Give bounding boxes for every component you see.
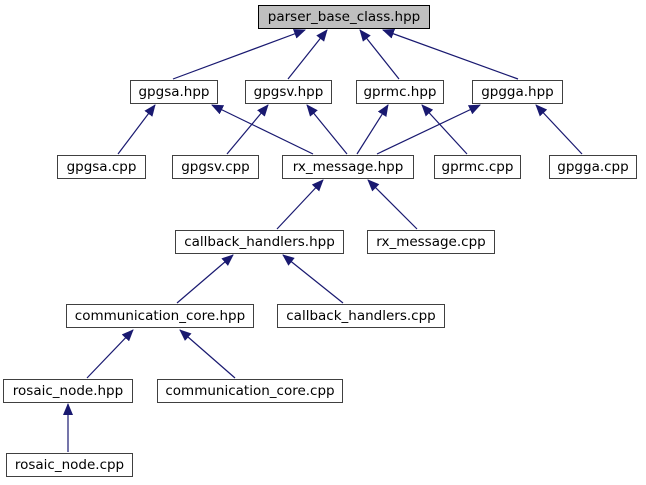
include-edge-callback_handlers_cpp-to-callback_handlers_hpp — [282, 254, 344, 304]
include-edge-gpgga_cpp-to-gpgga_hpp — [535, 104, 583, 155]
include-edge-gprmc_cpp-to-gprmc_hpp — [421, 104, 468, 155]
include-edge-communication_core_hpp-to-callback_handlers_hpp — [176, 254, 234, 304]
graph-node-gpgsa_cpp[interactable]: gpgsa.cpp — [57, 155, 146, 179]
graph-node-gpgsv_hpp[interactable]: gpgsv.hpp — [245, 80, 332, 104]
graph-node-gpgga_cpp[interactable]: gpgga.cpp — [549, 155, 637, 179]
graph-node-gprmc_cpp[interactable]: gprmc.cpp — [434, 155, 521, 179]
include-edge-gprmc_hpp-to-parser_base_class_hpp — [359, 29, 400, 80]
include-edge-gpgsv_hpp-to-parser_base_class_hpp — [287, 29, 328, 80]
include-edge-rx_message_hpp-to-gpgsa_hpp — [211, 104, 314, 155]
graph-node-rosaic_node_hpp[interactable]: rosaic_node.hpp — [3, 379, 133, 403]
include-edge-gpgsv_cpp-to-gpgsv_hpp — [226, 104, 269, 155]
include-edge-gpgsa_cpp-to-gpgsa_hpp — [117, 104, 156, 155]
include-edge-rosaic_node_hpp-to-communication_core_hpp — [86, 329, 134, 379]
include-edge-gpgsa_hpp-to-parser_base_class_hpp — [172, 29, 306, 80]
graph-node-gpgsv_cpp[interactable]: gpgsv.cpp — [172, 155, 259, 179]
graph-node-callback_handlers_hpp[interactable]: callback_handlers.hpp — [175, 230, 344, 254]
graph-node-communication_core_hpp[interactable]: communication_core.hpp — [66, 304, 254, 328]
include-edge-rx_message_hpp-to-gpgga_hpp — [376, 104, 481, 155]
include-edge-communication_core_cpp-to-communication_core_hpp — [179, 329, 236, 379]
include-edge-gpgga_hpp-to-parser_base_class_hpp — [382, 29, 519, 80]
graph-node-gprmc_hpp[interactable]: gprmc.hpp — [356, 80, 444, 104]
include-edge-rx_message_cpp-to-rx_message_hpp — [367, 179, 418, 230]
graph-node-communication_core_cpp[interactable]: communication_core.cpp — [157, 379, 343, 403]
graph-node-callback_handlers_cpp[interactable]: callback_handlers.cpp — [277, 304, 445, 328]
graph-node-gpgsa_hpp[interactable]: gpgsa.hpp — [130, 80, 218, 104]
include-edge-rx_message_hpp-to-gprmc_hpp — [356, 104, 389, 155]
graph-node-rx_message_hpp[interactable]: rx_message.hpp — [282, 155, 414, 179]
graph-node-parser_base_class_hpp: parser_base_class.hpp — [258, 5, 430, 29]
include-edge-callback_handlers_hpp-to-rx_message_hpp — [276, 179, 324, 230]
graph-node-rosaic_node_cpp[interactable]: rosaic_node.cpp — [6, 453, 133, 477]
graph-node-rx_message_cpp[interactable]: rx_message.cpp — [367, 230, 495, 254]
include-edge-rx_message_hpp-to-gpgsv_hpp — [306, 104, 348, 155]
graph-node-gpgga_hpp[interactable]: gpgga.hpp — [472, 80, 563, 104]
